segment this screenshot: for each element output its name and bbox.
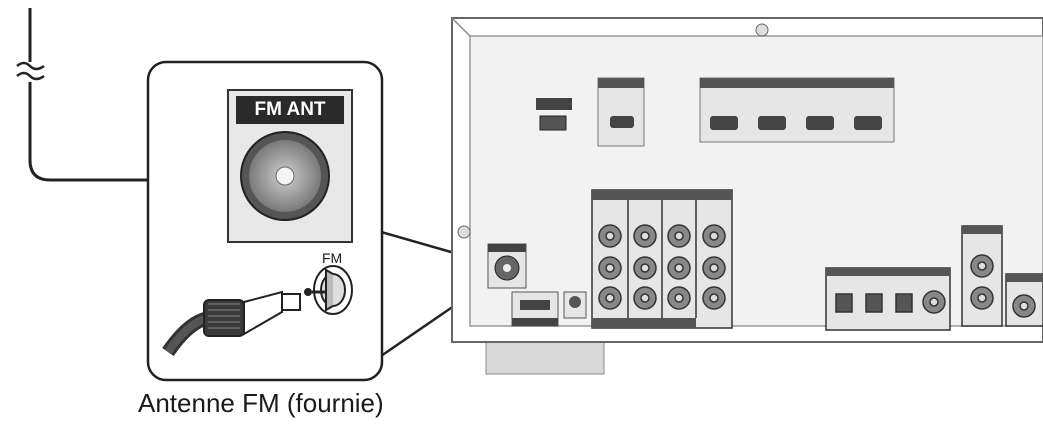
fm-ant-jack-panel bbox=[487, 243, 527, 289]
video-out-port bbox=[1005, 273, 1043, 327]
fm-ant-plate-label: FM ANT bbox=[254, 99, 326, 120]
diagram-caption: Antenne FM (fournie) bbox=[138, 388, 384, 418]
digital-audio-in-block bbox=[825, 267, 951, 331]
antenna-cable-plug bbox=[162, 290, 301, 357]
hdmi-out-port bbox=[597, 77, 645, 147]
fm-plug-connector bbox=[304, 265, 353, 315]
audio-in-rca-block bbox=[591, 189, 733, 329]
fm-jack-large bbox=[240, 131, 330, 221]
fm-plug-label: FM bbox=[322, 250, 343, 266]
fm-ant-plate bbox=[227, 89, 353, 243]
antenna-wire bbox=[16, 8, 244, 182]
usb-port bbox=[536, 98, 572, 131]
ipod-dock-port bbox=[511, 291, 559, 327]
subwoofer-rca-ports bbox=[961, 225, 1003, 327]
hdmi-in-ports bbox=[699, 77, 895, 143]
aux-jack bbox=[563, 291, 587, 319]
